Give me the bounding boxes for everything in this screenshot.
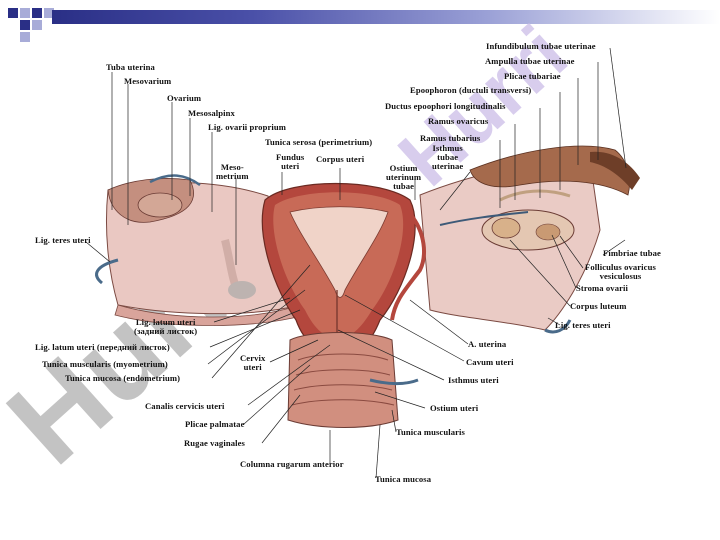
label-mesovarium: Mesovarium (124, 76, 172, 86)
label-ovarium: Ovarium (167, 93, 202, 103)
label-ductus-epoophori: Ductus epoophori longitudinalis (385, 101, 506, 111)
label-mesosalpinx: Mesosalpinx (188, 108, 235, 118)
title-banner (0, 0, 720, 42)
banner-square-7 (20, 32, 30, 42)
label-mesometrium: Meso- metrium (216, 162, 249, 181)
banner-square-1 (8, 8, 18, 18)
label-ostium-uterinum-tubae: Ostium uterinum tubae (386, 163, 422, 191)
label-lig-teres-left: Lig. teres uteri (35, 235, 91, 245)
label-rugae-vaginales: Rugae vaginales (184, 438, 245, 448)
broad-ligament-right (419, 145, 640, 334)
leader-lines (85, 47, 627, 479)
banner-square-2 (20, 8, 30, 18)
left-ovary (137, 192, 183, 218)
label-ampulla: Ampulla tubae uterinae (485, 56, 575, 66)
label-cervix-uteri: Cervix uteri (240, 353, 266, 372)
label-ramus-ovaricus: Ramus ovaricus (428, 116, 489, 126)
label-canalis-cervicis: Canalis cervicis uteri (145, 401, 225, 411)
banner-square-6 (32, 20, 42, 30)
label-a-uterina: A. uterina (468, 339, 507, 349)
label-corpus-uteri: Corpus uteri (316, 154, 365, 164)
label-corpus-luteum: Corpus luteum (570, 301, 627, 311)
banner-square-3 (32, 8, 42, 18)
label-plicae-tubariae: Plicae tubariae (504, 71, 561, 81)
label-fimbriae-tubae: Fimbriae tubae (603, 248, 661, 258)
label-plicae-palmatae: Plicae palmatae (185, 419, 245, 429)
label-infundibulum: Infundibulum tubae uterinae (486, 41, 596, 51)
label-columna-rugarum: Columna rugarum anterior (240, 459, 344, 469)
uterus (261, 182, 426, 355)
label-cavum-uteri: Cavum uteri (466, 357, 514, 367)
label-tuba-uterina: Tuba uterina (106, 62, 155, 72)
label-lig-latum-ant: Lig. latum uteri (передний листок) (35, 342, 170, 352)
banner-square-5 (20, 20, 30, 30)
label-folliculus: Folliculus ovaricus vesiculosus (585, 262, 656, 281)
label-ostium-uteri: Ostium uteri (430, 403, 479, 413)
label-lig-ovarii-proprium: Lig. ovarii proprium (208, 122, 286, 132)
label-tunica-mucosa: Tunica mucosa (375, 474, 432, 484)
label-tunica-mucosa-endo: Tunica mucosa (endometrium) (65, 373, 181, 383)
label-stroma-ovarii: Stroma ovarii (576, 283, 628, 293)
label-isthmus-uteri: Isthmus uteri (448, 375, 499, 385)
broad-ligament-left (95, 174, 306, 326)
label-epoophoron: Epoophoron (ductuli transversi) (410, 85, 532, 95)
label-tunica-muscularis: Tunica muscularis (396, 427, 465, 437)
label-isthmus-tubae: Isthmus tubae uterinae (432, 143, 464, 171)
label-lig-latum-post: Lig. latum uteri (задний листок) (134, 317, 198, 336)
label-ramus-tubarius: Ramus tubarius (420, 133, 481, 143)
label-tunica-muscularis-myo: Tunica muscularis (myometrium) (42, 359, 168, 369)
cervix-vagina (287, 332, 419, 428)
label-lig-teres-right: Lig. teres uteri (555, 320, 611, 330)
banner-gradient-bar (52, 10, 720, 24)
banner-square-4 (44, 8, 54, 18)
label-fundus-uteri: Fundus uteri (276, 152, 305, 171)
label-tunica-serosa: Tunica serosa (perimetrium) (265, 137, 373, 147)
